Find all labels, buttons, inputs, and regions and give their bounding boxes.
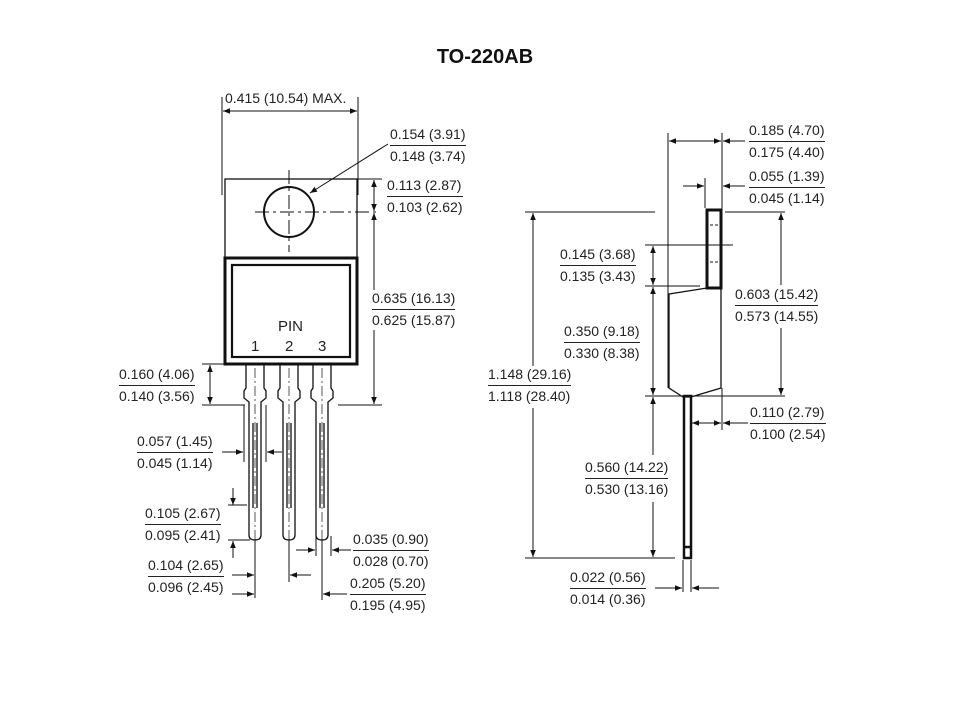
dim-min: 1.118 (28.40): [488, 388, 571, 404]
dim-lead-tip-length: 0.105 (2.67) 0.095 (2.41): [145, 505, 221, 544]
dim-min: 0.140 (3.56): [119, 388, 195, 404]
dim-min: 0.148 (3.74): [390, 148, 466, 164]
dim-max: 0.603 (15.42): [735, 286, 819, 306]
dim-lead-length: 0.560 (14.22) 0.530 (13.16): [585, 459, 669, 498]
dim-hole-to-body-bottom: 0.635 (16.13) 0.625 (15.87): [372, 290, 456, 329]
dim-min: 0.095 (2.41): [145, 527, 221, 543]
dim-lead-width: 0.035 (0.90) 0.028 (0.70): [353, 531, 429, 570]
dim-max: 1.148 (29.16): [488, 366, 572, 386]
dim-min: 0.045 (1.14): [749, 190, 825, 206]
dim-max: 0.350 (9.18): [564, 323, 640, 343]
dim-min: 0.028 (0.70): [353, 553, 429, 569]
dim-lead-offset: 0.110 (2.79) 0.100 (2.54): [750, 404, 826, 443]
dim-hole-diameter: 0.154 (3.91) 0.148 (3.74): [390, 126, 466, 165]
dim-max: 0.560 (14.22): [585, 459, 669, 479]
dim-max: 0.145 (3.68): [560, 246, 636, 266]
dim-body-thickness: 0.185 (4.70) 0.175 (4.40): [749, 122, 825, 161]
dim-max: 0.154 (3.91): [390, 126, 466, 146]
side-dimension-lines: [525, 133, 785, 592]
pin-number-3: 3: [318, 338, 327, 355]
dim-lead-shoulder-length: 0.160 (4.06) 0.140 (3.56): [119, 366, 195, 405]
dim-lead-thickness: 0.022 (0.56) 0.014 (0.36): [570, 569, 646, 608]
dim-body-height: 0.350 (9.18) 0.330 (8.38): [564, 323, 640, 362]
pin-number-2: 2: [285, 338, 294, 355]
dim-min: 0.014 (0.36): [570, 591, 646, 607]
dim-lead-pitch: 0.104 (2.65) 0.096 (2.45): [148, 557, 224, 596]
dim-min: 0.103 (2.62): [387, 199, 463, 215]
dim-min: 0.195 (4.95): [350, 597, 426, 613]
dim-min: 0.625 (15.87): [372, 312, 456, 328]
dim-max: 0.635 (16.13): [372, 290, 456, 310]
front-dimension-lines: [202, 97, 389, 600]
dim-lead-span: 0.205 (5.20) 0.195 (4.95): [350, 575, 426, 614]
dim-min: 0.100 (2.54): [750, 426, 826, 442]
drawing-title: TO-220AB: [436, 46, 534, 68]
dim-min: 0.135 (3.43): [560, 268, 636, 284]
dim-max: 0.160 (4.06): [119, 366, 195, 386]
front-tab: [224, 170, 380, 259]
dim-min: 0.330 (8.38): [564, 345, 640, 361]
dim-max: 0.185 (4.70): [749, 122, 825, 142]
dim-max: 0.104 (2.65): [148, 557, 224, 577]
dim-max: 0.035 (0.90): [353, 531, 429, 551]
dim-max: 0.105 (2.67): [145, 505, 221, 525]
dim-lead-shoulder-width: 0.057 (1.45) 0.045 (1.14): [137, 433, 213, 472]
dim-min: 0.573 (14.55): [735, 308, 819, 324]
dim-hole-to-top: 0.113 (2.87) 0.103 (2.62): [387, 177, 463, 216]
side-lead: [682, 394, 693, 560]
side-tab: [705, 208, 723, 290]
dim-max: 0.205 (5.20): [350, 575, 426, 595]
dim-max: 0.022 (0.56): [570, 569, 646, 589]
dim-min: 0.175 (4.40): [749, 144, 825, 160]
dim-min: 0.045 (1.14): [137, 455, 213, 471]
dim-max: 0.057 (1.45): [137, 433, 213, 453]
dim-width-max: 0.415 (10.54) MAX.: [225, 90, 347, 106]
dim-tab-thickness: 0.055 (1.39) 0.045 (1.14): [749, 168, 825, 207]
dim-min: 0.096 (2.45): [148, 579, 224, 595]
dim-max: 0.113 (2.87): [387, 177, 463, 197]
side-body: [668, 287, 722, 398]
dim-min: 0.530 (13.16): [585, 481, 669, 497]
dim-overall-length: 1.148 (29.16) 1.118 (28.40): [488, 366, 572, 405]
pin-number-1: 1: [251, 338, 260, 355]
dim-max: 0.055 (1.39): [749, 168, 825, 188]
front-leads: [243, 364, 334, 541]
dim-max: 0.110 (2.79): [750, 404, 826, 424]
front-body: [223, 256, 359, 366]
dim-hole-offset: 0.145 (3.68) 0.135 (3.43): [560, 246, 636, 285]
pin-label: PIN: [278, 318, 304, 335]
dim-tab-plus-body: 0.603 (15.42) 0.573 (14.55): [735, 286, 819, 325]
